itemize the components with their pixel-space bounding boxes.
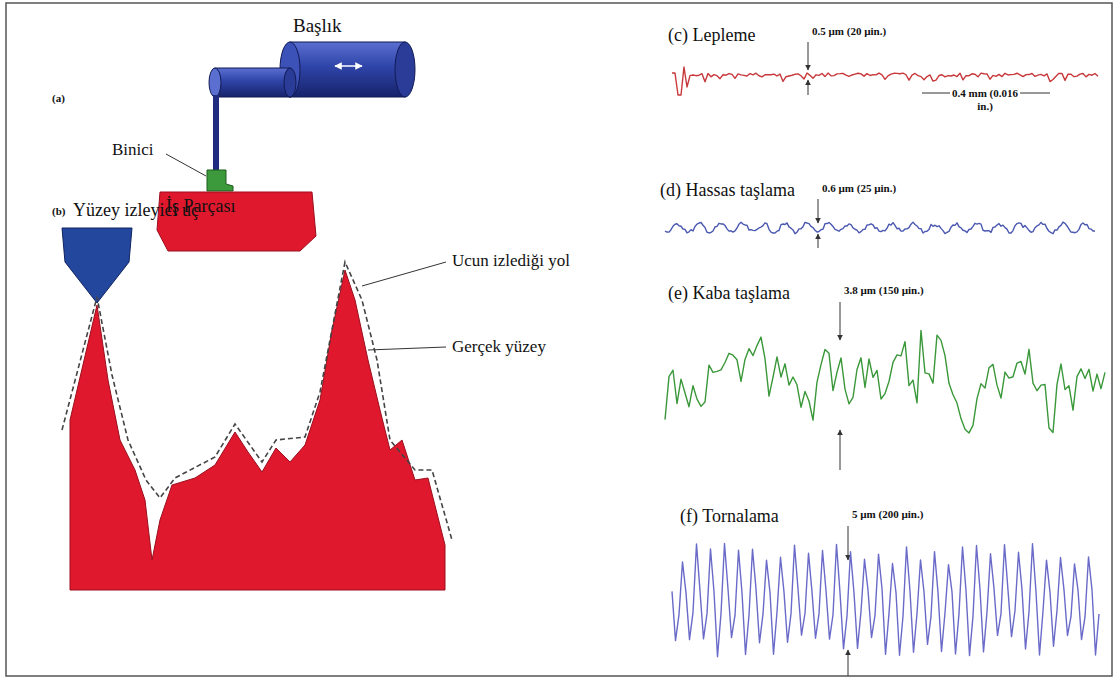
part-name: Başlık [293, 15, 342, 37]
rider [207, 95, 233, 191]
leader-line [368, 347, 446, 350]
leader-line [166, 154, 206, 176]
workpiece-label: İş Parçası [160, 192, 312, 250]
stylus-tip [62, 228, 132, 303]
scale-arrows [808, 42, 1050, 676]
surface-trace [665, 330, 1105, 433]
workpiece [157, 192, 316, 251]
profilometer-head [209, 42, 415, 97]
panel-title: (f) Tornalama [680, 506, 779, 527]
panel-letter: (a) [52, 92, 65, 105]
part-name: Gerçek yüzey [452, 337, 546, 357]
part-name: Binici [112, 140, 154, 160]
stylus-path [62, 262, 452, 540]
dimension: 0.4 mm (0.016 in.) [950, 87, 1020, 112]
dimension: 0.6 µm (25 µin.) [822, 182, 896, 195]
panel-title: (c) Lepleme [668, 25, 755, 46]
node-text: İş Parçası [166, 196, 306, 217]
dimension: 0.5 µm (20 µin.) [812, 25, 886, 38]
part-name: Ucun izlediği yol [452, 251, 570, 271]
frame [6, 3, 1112, 676]
panel-title: (e) Kaba taşlama [668, 283, 790, 304]
surface-trace [672, 543, 1099, 656]
surface-trace [672, 67, 1098, 95]
leader-line [362, 262, 446, 286]
dimension: 5 µm (200 µin.) [852, 508, 923, 521]
panel-letter: (b) [52, 205, 65, 218]
dimension: 3.8 µm (150 µin.) [844, 284, 924, 297]
panel-title: (d) Hassas taşlama [660, 180, 795, 201]
surface-trace [665, 222, 1095, 234]
